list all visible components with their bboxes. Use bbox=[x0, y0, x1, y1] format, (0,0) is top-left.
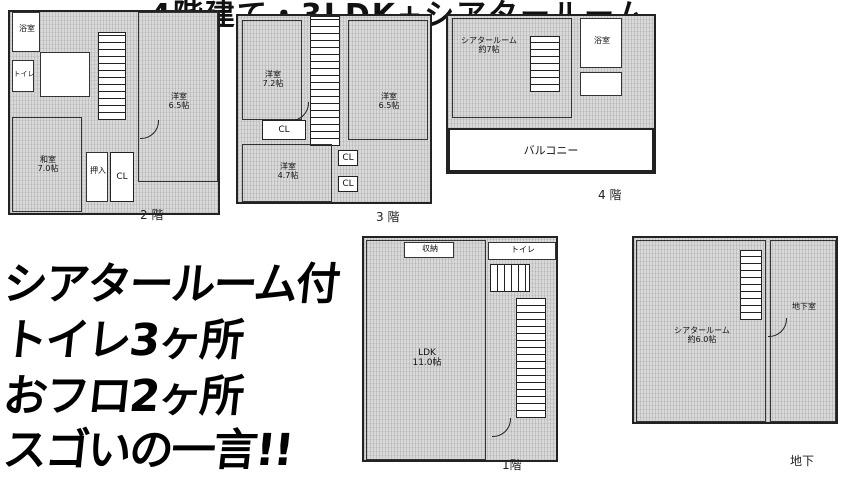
room-wash-2f bbox=[40, 52, 90, 97]
room-western-2f: 洋室 6.5帖 bbox=[138, 12, 218, 182]
room-western-b-3f: 洋室 6.5帖 bbox=[348, 20, 428, 140]
floor-plan-b1: シアタールーム 約6.0帖 地下室 bbox=[632, 236, 838, 424]
door-swing-1f bbox=[492, 418, 511, 437]
floor-plan-3f: 洋室 7.2帖 洋室 6.5帖 CL 洋室 4.7帖 CL CL bbox=[236, 14, 432, 204]
staircase-a-1f bbox=[490, 264, 530, 292]
handwritten-note-line-1: シアタールーム付 bbox=[0, 259, 341, 310]
room-hall-4f bbox=[580, 72, 622, 96]
closet-2f: CL bbox=[110, 152, 134, 202]
room-western-c-3f: 洋室 4.7帖 bbox=[242, 144, 332, 202]
floor-plan-4f: シアタールーム 約7帖 浴室 バルコニー bbox=[446, 14, 656, 174]
room-bath-4f: 浴室 bbox=[580, 18, 622, 68]
room-theater-b1: シアタールーム 約6.0帖 bbox=[636, 240, 766, 422]
balcony-4f: バルコニー bbox=[448, 128, 654, 172]
staircase-4f bbox=[530, 36, 560, 92]
room-bath-2f: 浴室 bbox=[12, 12, 40, 52]
floor-label-4f: 4 階 bbox=[598, 188, 622, 202]
staircase-2f bbox=[98, 32, 126, 120]
staircase-b1 bbox=[740, 250, 762, 320]
floor-label-2f: 2 階 bbox=[140, 208, 164, 222]
floor-label-b1: 地下 bbox=[790, 454, 815, 468]
staircase-b-1f bbox=[516, 298, 546, 418]
handwritten-note-line-4: スゴいの一言!! bbox=[0, 425, 295, 476]
room-storage-1f: 収納 bbox=[404, 242, 454, 258]
staircase-3f bbox=[310, 16, 340, 146]
room-japanese-2f: 和室 7.0帖 bbox=[12, 117, 82, 212]
handwritten-note-line-2: トイレ3ヶ所 bbox=[0, 315, 245, 366]
room-oshiire-2f: 押入 bbox=[86, 152, 108, 202]
floor-plan-1f: LDK 11.0帖 収納 トイレ bbox=[362, 236, 558, 462]
room-theater-4f: シアタールーム 約7帖 bbox=[452, 18, 572, 118]
floor-label-1f: 1階 bbox=[502, 458, 522, 472]
closet-c-3f: CL bbox=[338, 176, 358, 192]
floor-label-3f: 3 階 bbox=[376, 210, 400, 224]
closet-a-3f: CL bbox=[262, 120, 306, 140]
room-ldk-1f: LDK 11.0帖 bbox=[366, 240, 486, 460]
room-toilet-1f: トイレ bbox=[488, 242, 556, 260]
door-swing-3f bbox=[290, 102, 309, 121]
closet-b-3f: CL bbox=[338, 150, 358, 166]
room-toilet-2f: トイレ bbox=[12, 60, 35, 92]
room-western-a-3f: 洋室 7.2帖 bbox=[242, 20, 302, 120]
floor-plan-2f: 浴室 トイレ 洋室 6.5帖 和室 7.0帖 押入 CL bbox=[8, 10, 220, 215]
